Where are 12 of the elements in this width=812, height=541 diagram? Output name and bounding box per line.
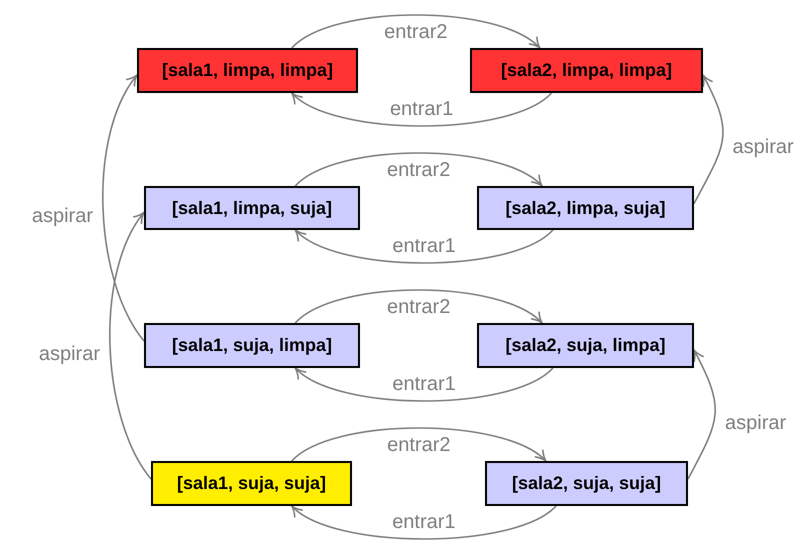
state-box: [sala2, suja, suja] [485,461,688,506]
edge-label: aspirar [30,205,95,227]
state-box: [sala1, suja, suja] [151,461,352,506]
edge-label: aspirar [723,412,788,434]
state-box: [sala2, limpa, suja] [477,186,694,230]
edge-label: aspirar [730,136,796,158]
state-box: [sala1, limpa, suja] [144,186,360,230]
state-box: [sala1, limpa, limpa] [137,48,358,93]
state-box: [sala2, suja, limpa] [477,323,694,368]
edge-label: aspirar [36,342,102,365]
state-box: [sala2, limpa, limpa] [470,48,703,93]
state-box: [sala1, suja, limpa] [144,323,360,368]
